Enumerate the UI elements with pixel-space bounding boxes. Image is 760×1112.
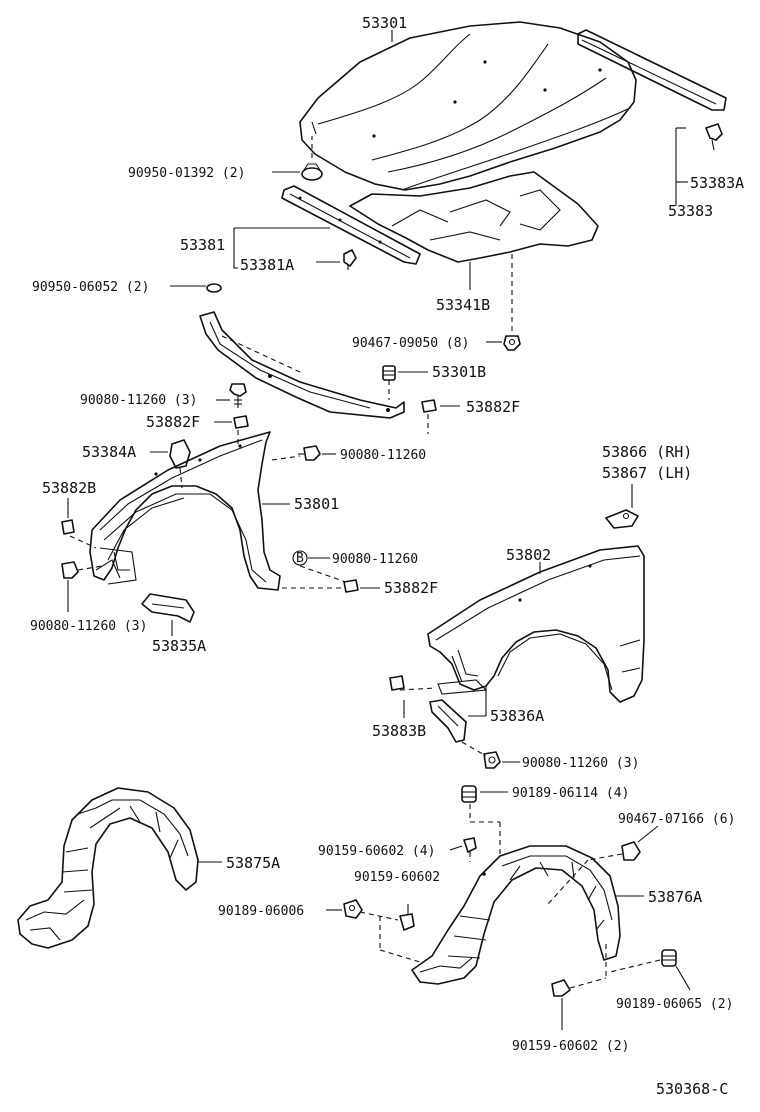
liner-clip-06006-part-number: 90189-06006 xyxy=(218,904,304,919)
hood-front-seal xyxy=(281,185,421,265)
liner-clip-06065-part-number: 90189-06065 (2) xyxy=(616,997,733,1012)
front-fender-left xyxy=(89,431,281,591)
fender-bolt-lower-right-part-number: 90080-11260 (3) xyxy=(522,756,639,771)
fender-lower-bracket-53836a xyxy=(429,699,467,743)
retainer-nut-upper-part-number: 53882F xyxy=(466,398,520,416)
fender-brace-lh-part-number: 53867 (LH) xyxy=(602,464,692,482)
liner-screw-60602 xyxy=(399,904,415,931)
fender-bracket-53384a xyxy=(169,439,191,489)
liner-clip-06114 xyxy=(461,785,501,854)
liner-screw-60602-4-part-number: 90159-60602 (4) xyxy=(318,844,435,859)
liner-clip-06114-part-number: 90189-06114 (4) xyxy=(512,786,629,801)
weatherstrip-part-number: 53383 xyxy=(668,202,713,220)
svg-text:B: B xyxy=(296,551,304,566)
bracket-bolt-part-number: 90080-11260 (3) xyxy=(80,393,197,408)
fender-liner-left xyxy=(17,787,199,949)
front-fender-right xyxy=(427,545,645,703)
liner-clip-06006 xyxy=(343,899,421,963)
retainer-nut-upper xyxy=(421,399,437,413)
retainer-nut-left xyxy=(233,415,249,429)
fender-bracket-part-number: 53384A xyxy=(82,443,136,461)
fender-bolt-lower-right xyxy=(461,741,501,769)
hood-weatherstrip xyxy=(577,29,727,111)
hood-panel xyxy=(299,21,637,191)
bolt-b-marker: B xyxy=(292,550,308,566)
liner-screw-07166 xyxy=(547,841,641,905)
fender-brace-rh-part-number: 53866 (RH) xyxy=(602,443,692,461)
fender-liner-left-part-number: 53875A xyxy=(226,854,280,872)
bracket-bolt xyxy=(229,383,247,408)
weatherstrip-clip-part-number: 53383A xyxy=(690,174,744,192)
liner-screw-07166-part-number: 90467-07166 (6) xyxy=(618,812,735,827)
hood-stopper-cushion xyxy=(382,365,396,400)
hole-plug xyxy=(206,283,222,293)
fender-liner-right xyxy=(411,845,621,985)
hood-insulator xyxy=(349,171,599,263)
hood-insulator-part-number: 53341B xyxy=(436,296,490,314)
fender-bolt-lower-left xyxy=(61,561,103,579)
diagram-code: 530368-C xyxy=(656,1080,728,1098)
liner-screw-60602-2 xyxy=(551,977,607,997)
fender-nut-53882b xyxy=(61,519,75,535)
front-fender-left-part-number: 53801 xyxy=(294,495,339,513)
fender-bolt-upper-part-number: 90080-11260 xyxy=(340,448,426,463)
hood-part-number: 53301 xyxy=(362,14,407,32)
insulator-clip xyxy=(503,335,521,351)
fender-bolt-upper xyxy=(271,445,321,461)
fender-support-bracket xyxy=(199,311,405,419)
fender-nut-53883b xyxy=(389,675,405,691)
insulator-clip-part-number: 90467-09050 (8) xyxy=(352,336,469,351)
fender-bolt-b-part-number: 90080-11260 xyxy=(332,552,418,567)
retainer-nut-lower xyxy=(343,579,359,593)
hood-stopper-part-number: 53301B xyxy=(432,363,486,381)
front-seal-part-number: 53381 xyxy=(180,236,225,254)
liner-screw-60602-2-part-number: 90159-60602 (2) xyxy=(512,1039,629,1054)
hood-cushion-part-number: 90950-01392 (2) xyxy=(128,166,245,181)
fender-liner-right-part-number: 53876A xyxy=(648,888,702,906)
liner-screw-60602-4 xyxy=(463,837,477,862)
fender-lower-bracket-part-number: 53835A xyxy=(152,637,206,655)
hood-cushion xyxy=(301,136,323,181)
retainer-nut-lower-part-number: 53882F xyxy=(384,579,438,597)
fender-brace xyxy=(605,509,639,529)
seal-clip xyxy=(343,249,357,270)
liner-screw-60602-part-number: 90159-60602 xyxy=(354,870,440,885)
fender-lower-bracket-53835a xyxy=(141,593,195,623)
liner-clip-06065 xyxy=(605,944,677,980)
front-fender-right-part-number: 53802 xyxy=(506,546,551,564)
retainer-nut-left-part-number: 53882F xyxy=(146,413,200,431)
fender-bolt-lower-left-part-number: 90080-11260 (3) xyxy=(30,619,147,634)
hole-plug-part-number: 90950-06052 (2) xyxy=(32,280,149,295)
seal-clip-part-number: 53381A xyxy=(240,256,294,274)
fender-nut-53883b-part-number: 53883B xyxy=(372,722,426,740)
fender-nut-part-number: 53882B xyxy=(42,479,96,497)
fender-lower-bracket-53836a-part-number: 53836A xyxy=(490,707,544,725)
weatherstrip-clip xyxy=(705,123,723,151)
